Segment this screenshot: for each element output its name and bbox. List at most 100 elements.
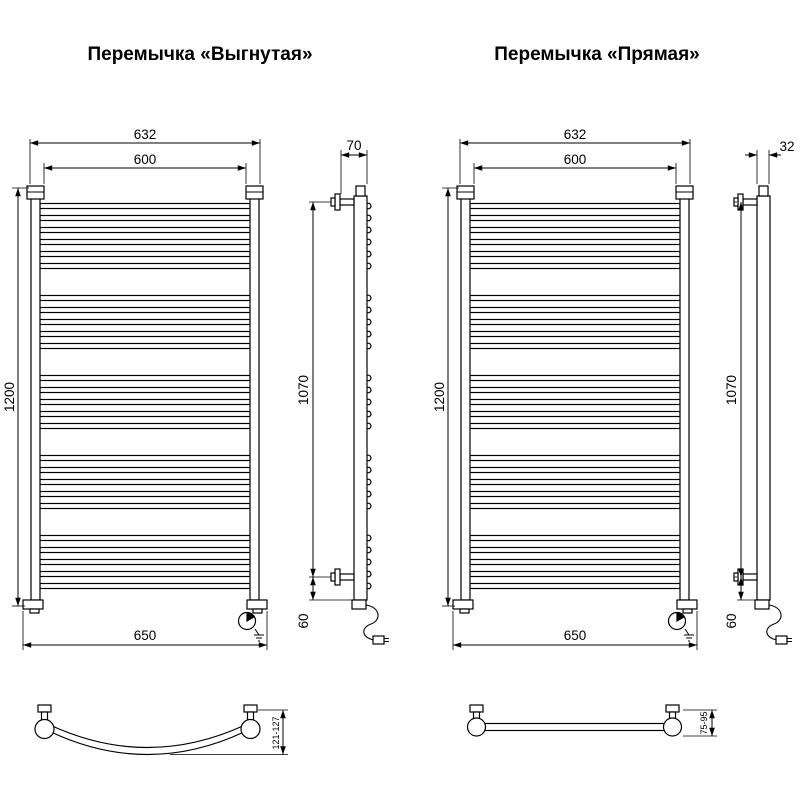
rung <box>39 570 251 578</box>
rung <box>469 582 681 590</box>
rung <box>39 330 251 338</box>
wall-bracket-top-right <box>245 185 264 200</box>
rung <box>39 202 251 210</box>
wall-mount-arm <box>339 573 355 581</box>
rung <box>469 294 681 302</box>
wall-mount-plate <box>334 568 341 586</box>
vertical-tube-right <box>679 195 690 601</box>
left-model-title: Перемычка «Выгнутая» <box>87 44 312 65</box>
wall-flange <box>466 717 487 737</box>
heater-cartridge <box>754 599 770 610</box>
rung <box>39 546 251 554</box>
rung <box>469 238 681 246</box>
heater-knob-pointer <box>676 612 686 623</box>
dim-label-left-top-inner: 600 <box>134 152 157 167</box>
rung <box>469 250 681 258</box>
rung <box>39 238 251 246</box>
rung <box>39 534 251 542</box>
ground-lead <box>684 628 690 636</box>
rung <box>469 454 681 462</box>
dim-label-left-mount-spacing: 1070 <box>296 375 311 405</box>
dim-label-right-top-outer: 632 <box>564 127 587 142</box>
rung <box>39 558 251 566</box>
bracket-cap <box>37 704 52 713</box>
bracket-cap <box>665 704 680 713</box>
dim-label-right-bottom: 650 <box>564 628 587 643</box>
dim-label-right-depth: 32 <box>779 139 794 154</box>
curved-rail-outline <box>50 731 245 755</box>
wall-mount-plate <box>334 193 341 211</box>
dim-label-right-top-inner: 600 <box>564 152 587 167</box>
wall-mount-arm <box>742 198 758 206</box>
foot-right <box>246 599 268 610</box>
rung <box>469 202 681 210</box>
rung <box>469 262 681 270</box>
heater-knob-pointer <box>246 612 256 623</box>
rung <box>39 318 251 326</box>
rung <box>39 422 251 430</box>
vertical-tube-left <box>30 195 41 601</box>
rung <box>469 546 681 554</box>
rung <box>39 214 251 222</box>
foot-pad-right <box>682 608 693 614</box>
dim-label-right-mount-spacing: 1070 <box>724 375 739 405</box>
drawing-geometry <box>12 139 792 755</box>
rung <box>469 318 681 326</box>
curved-rail-outline <box>49 724 246 749</box>
rung <box>39 582 251 590</box>
vertical-tube-right <box>249 195 260 601</box>
wall-mount-screw <box>330 197 336 207</box>
rung <box>469 214 681 222</box>
rung <box>469 226 681 234</box>
wall-flange <box>662 717 683 737</box>
power-cable <box>363 604 379 641</box>
dim-label-left-height: 1200 <box>2 382 17 412</box>
foot-right <box>676 599 698 610</box>
wall-bracket-top-left <box>456 185 475 200</box>
bracket-cap <box>243 704 258 713</box>
rung <box>469 330 681 338</box>
rung <box>469 502 681 510</box>
foot-left <box>22 599 44 610</box>
foot-pad-left <box>29 608 40 614</box>
rung <box>39 466 251 474</box>
ground-lead <box>254 628 260 636</box>
rung <box>39 410 251 418</box>
rung <box>39 454 251 462</box>
rung <box>39 490 251 498</box>
rung <box>39 374 251 382</box>
rung <box>469 558 681 566</box>
wall-flange <box>240 718 261 740</box>
straight-rail <box>483 722 668 732</box>
rung <box>39 226 251 234</box>
rung <box>39 478 251 486</box>
side-tube <box>756 195 771 601</box>
dim-label-right-bottom-offset: 60 <box>724 613 739 628</box>
rung <box>469 478 681 486</box>
bracket-cap <box>469 704 484 713</box>
side-tube <box>353 195 368 601</box>
vertical-tube-left <box>460 195 471 601</box>
rung <box>39 342 251 350</box>
wall-mount-screw <box>330 572 336 582</box>
right-model-title: Перемычка «Прямая» <box>494 44 700 65</box>
rung <box>469 422 681 430</box>
rung <box>469 534 681 542</box>
power-cable <box>766 604 782 641</box>
rung <box>469 306 681 314</box>
rung <box>39 386 251 394</box>
foot-pad-left <box>459 608 470 614</box>
rung <box>39 250 251 258</box>
rung <box>39 306 251 314</box>
rung <box>39 262 251 270</box>
rung <box>39 398 251 406</box>
dim-label-curved-rail-depth: 121-127 <box>271 716 281 749</box>
rung <box>469 410 681 418</box>
power-plug <box>775 635 788 645</box>
wall-flange <box>34 718 55 740</box>
rung <box>39 294 251 302</box>
dim-label-right-height: 1200 <box>432 382 447 412</box>
dim-label-left-bottom-offset: 60 <box>296 613 311 628</box>
